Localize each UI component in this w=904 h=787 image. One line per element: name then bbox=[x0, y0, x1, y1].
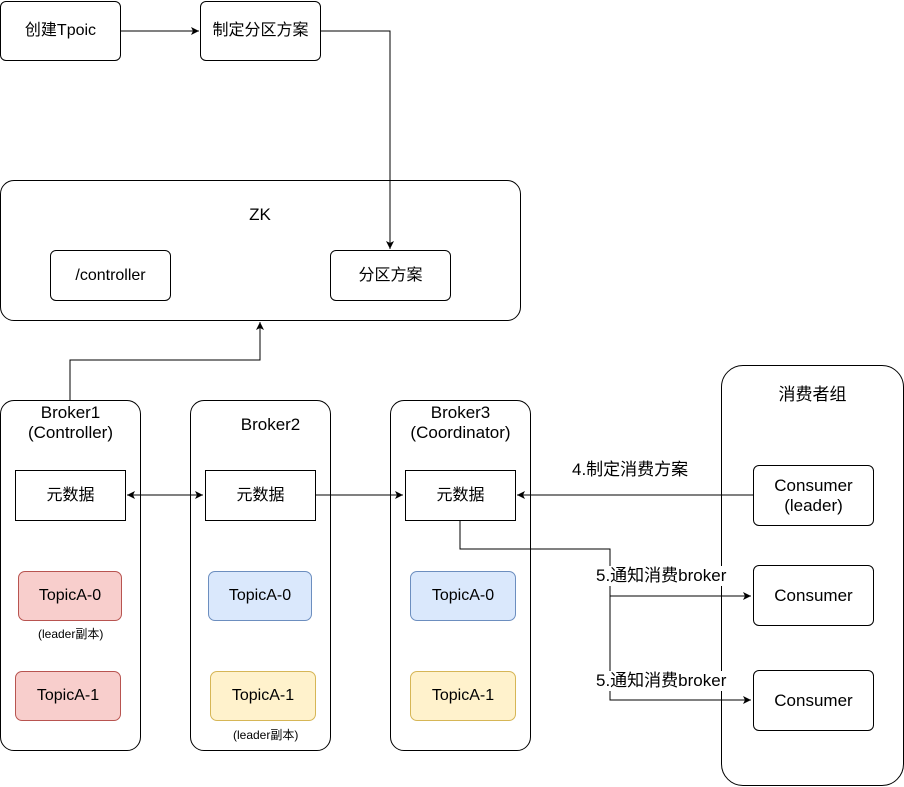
broker2-topica-0: TopicA-0 bbox=[208, 571, 312, 621]
broker2-metadata: 元数据 bbox=[205, 470, 316, 521]
broker1-topica-1: TopicA-1 bbox=[15, 671, 121, 721]
consumer-3: Consumer bbox=[753, 670, 874, 731]
broker2-leader-note: (leader副本) bbox=[233, 728, 299, 742]
broker3-topica-1: TopicA-1 bbox=[410, 671, 516, 721]
broker2-title: Broker2 bbox=[240, 415, 301, 434]
broker3-title: Broker3 (Coordinator) bbox=[410, 403, 511, 442]
broker1-topica-0: TopicA-0 bbox=[18, 571, 122, 621]
broker3-metadata: 元数据 bbox=[405, 470, 516, 521]
partition-plan-box: 制定分区方案 bbox=[200, 1, 321, 61]
consumer-2: Consumer bbox=[753, 565, 874, 626]
arrow-plan-to-zk bbox=[320, 30, 394, 249]
zk-controller-node: /controller bbox=[50, 250, 171, 301]
consumer-group-title: 消费者组 bbox=[778, 385, 847, 404]
create-topic-box: 创建Tpoic bbox=[0, 1, 121, 61]
create-topic-label: 创建Tpoic bbox=[24, 22, 97, 39]
broker3-topica-0: TopicA-0 bbox=[410, 571, 516, 621]
broker1-container bbox=[0, 400, 141, 751]
edge-label-notify-2: 5.通知消费broker bbox=[596, 671, 727, 691]
partition-plan-label: 制定分区方案 bbox=[212, 22, 309, 39]
arrow-meta3-to-consumer2 bbox=[459, 521, 751, 600]
arrow-meta3-to-consumer3 bbox=[609, 596, 751, 704]
zk-container bbox=[0, 180, 521, 321]
broker2-topica-1: TopicA-1 bbox=[210, 671, 316, 721]
zk-partition-plan-node: 分区方案 bbox=[330, 250, 451, 301]
edge-label-make-consume-plan: 4.制定消费方案 bbox=[572, 460, 689, 479]
zk-title: ZK bbox=[249, 205, 271, 224]
broker2-container bbox=[190, 400, 331, 751]
edge-label-notify-1: 5.通知消费broker bbox=[596, 566, 727, 586]
broker3-container bbox=[390, 400, 531, 751]
arrow-broker1-to-zk bbox=[69, 322, 264, 400]
broker1-metadata: 元数据 bbox=[15, 470, 126, 521]
broker1-leader-note: (leader副本) bbox=[38, 627, 104, 641]
consumer-leader: Consumer (leader) bbox=[753, 465, 874, 526]
broker1-title: Broker1 (Controller) bbox=[27, 403, 114, 442]
